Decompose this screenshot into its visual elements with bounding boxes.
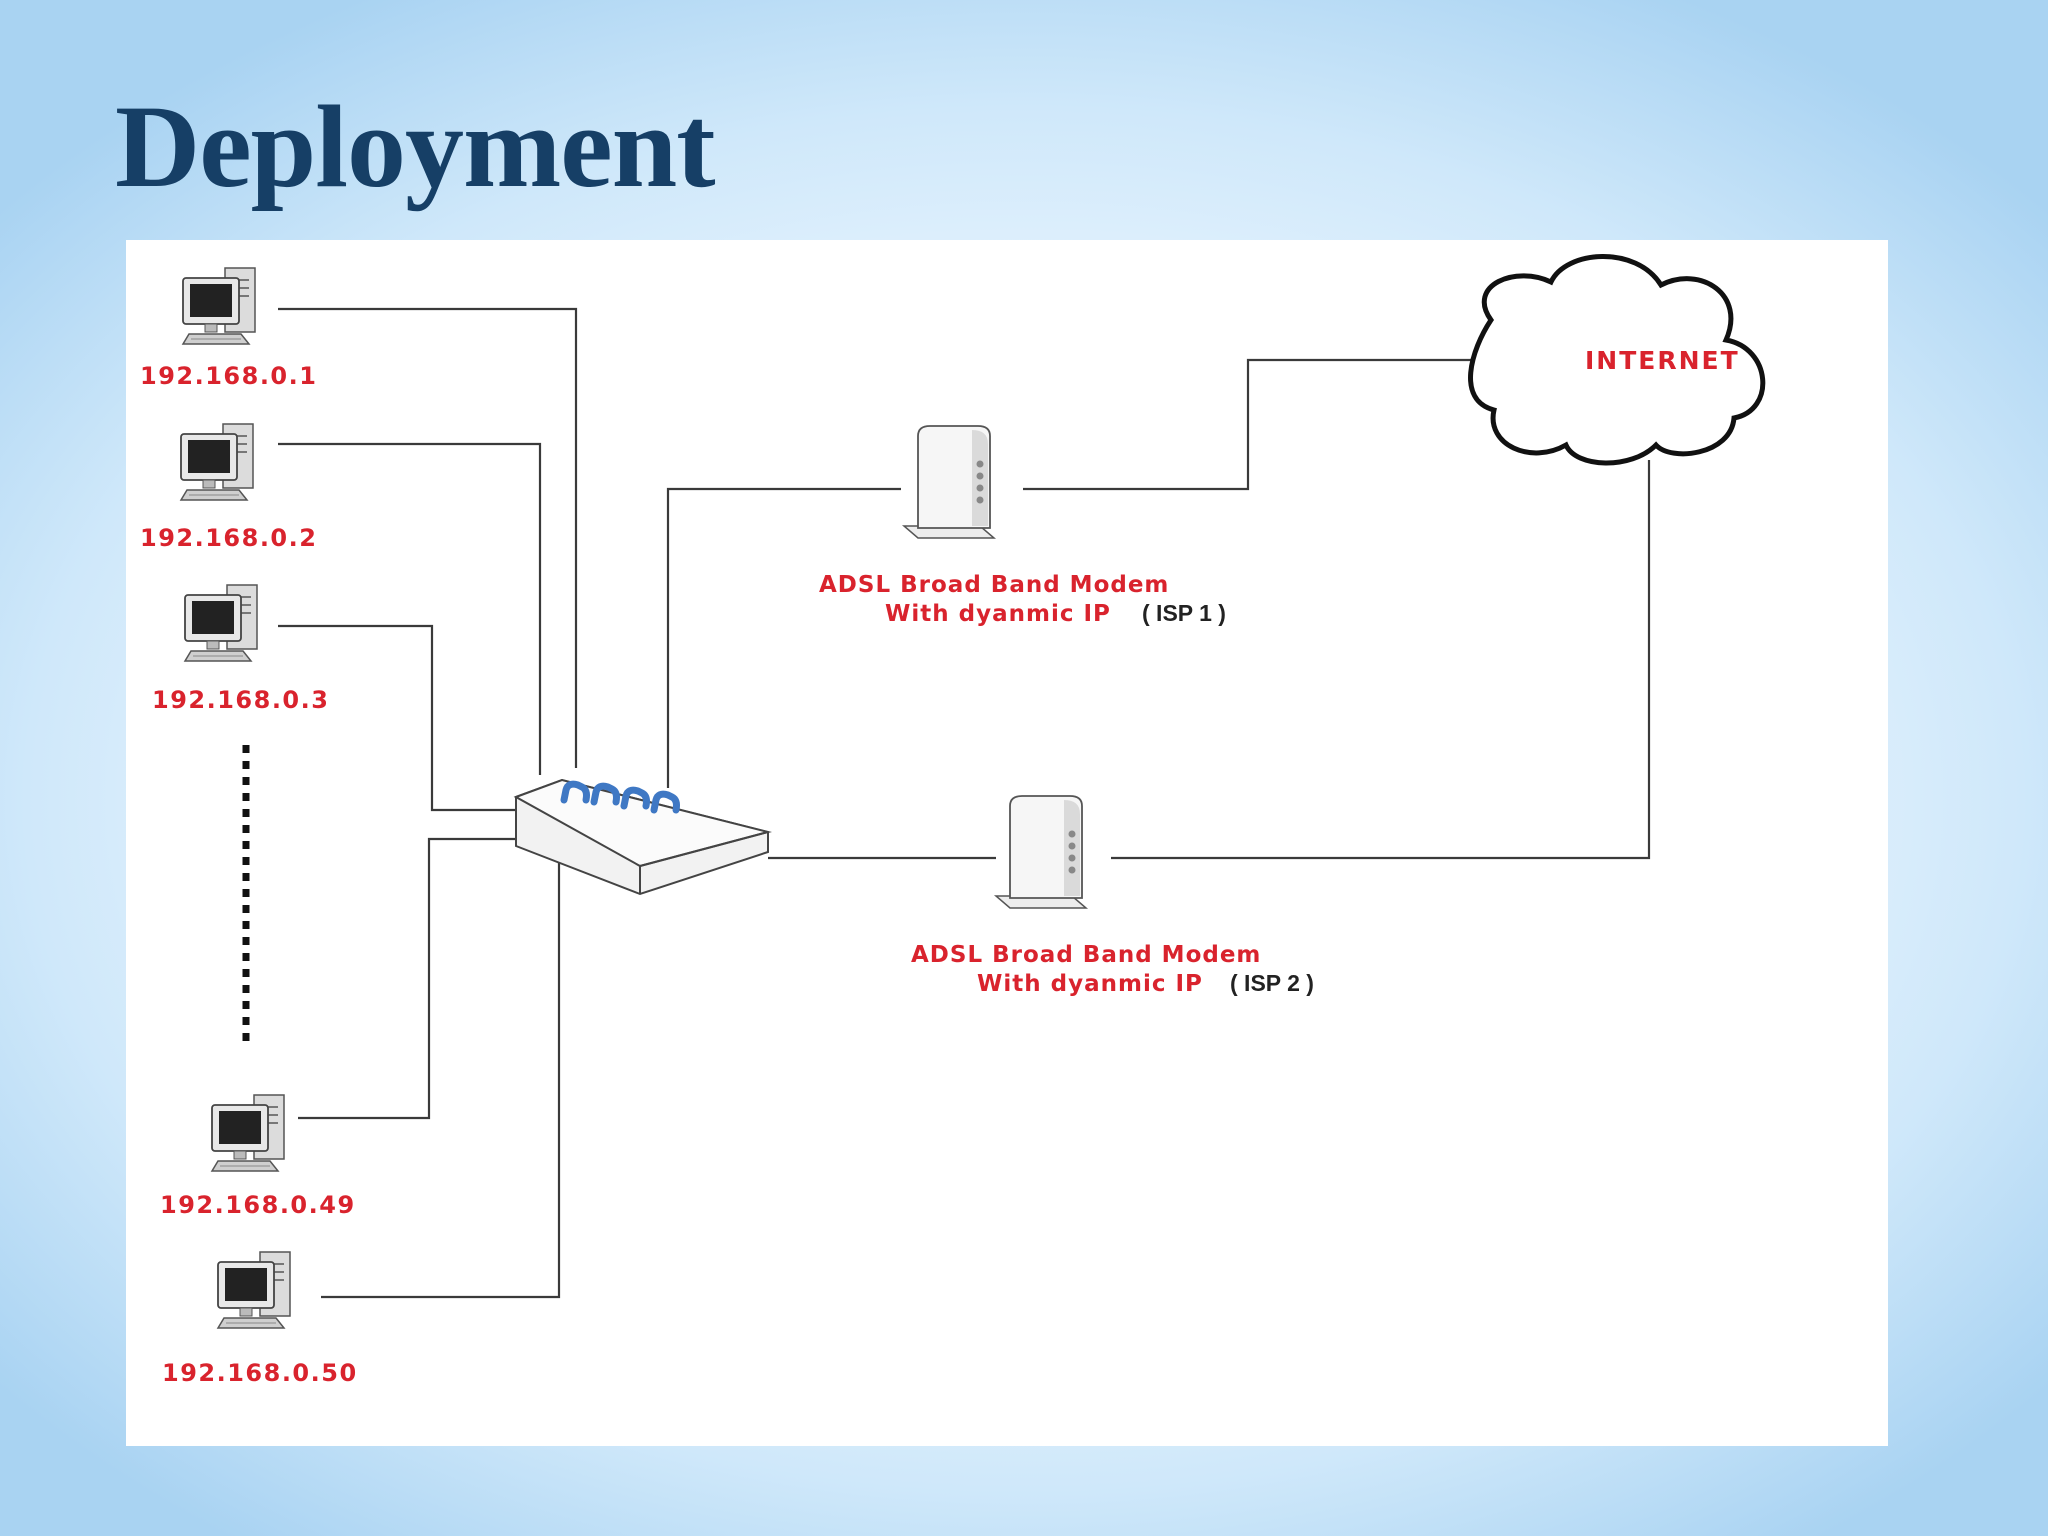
internet-label: INTERNET: [1585, 346, 1740, 375]
ip-label-1: 192.168.0.1: [140, 362, 317, 390]
slide-title: Deployment: [115, 81, 716, 212]
cable-pc2-hub: [278, 442, 542, 775]
ip-label-49: 192.168.0.49: [160, 1191, 356, 1219]
computer-icon-1: [182, 267, 256, 345]
computer-icon-50: [217, 1251, 291, 1329]
ip-label-50: 192.168.0.50: [162, 1359, 358, 1387]
modem2-label-line1: ADSL Broad Band Modem: [911, 942, 1261, 968]
modem1-label-line1: ADSL Broad Band Modem: [819, 572, 1169, 598]
modem-icon-isp1: [903, 425, 995, 539]
network-diagram: 192.168.0.1 192.168.0.2 192.168.0.3 192.…: [126, 240, 1888, 1446]
cable-pc3-hub: [278, 624, 516, 812]
modem2-isp-label: ( ISP 2 ): [1230, 970, 1314, 996]
modem1-isp-label: ( ISP 1 ): [1142, 600, 1226, 626]
cable-hub-modem1: [666, 487, 901, 788]
ip-label-3: 192.168.0.3: [152, 686, 329, 714]
computer-icon-49: [211, 1094, 285, 1172]
modem-icon-isp2: [995, 795, 1087, 909]
computer-icon-2: [180, 423, 254, 501]
cable-pc50-hub: [321, 852, 561, 1299]
cable-modem2-internet: [1111, 460, 1651, 860]
ip-label-2: 192.168.0.2: [140, 524, 317, 552]
modem2-label-line2: With dyanmic IP: [977, 971, 1203, 997]
computer-icon-3: [184, 584, 258, 662]
modem1-label-line2: With dyanmic IP: [885, 601, 1111, 627]
cable-pc49-hub: [298, 837, 516, 1120]
hub-switch-icon: [513, 778, 772, 896]
cable-pc1-hub: [278, 307, 578, 768]
internet-cloud-icon: [1468, 254, 1766, 466]
cable-modem1-internet: [1023, 358, 1478, 491]
hub-logo: [560, 780, 680, 814]
